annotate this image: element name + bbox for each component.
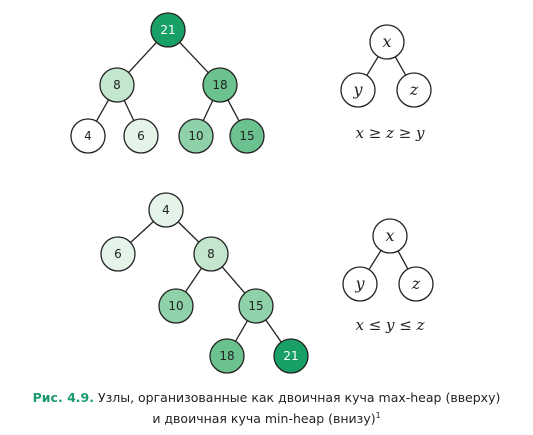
schema-node-variable: y <box>354 274 365 293</box>
heap-node: 4 <box>148 192 184 228</box>
node-value: 21 <box>283 349 298 363</box>
max-heap-edges <box>95 41 240 122</box>
node-value: 6 <box>137 129 145 143</box>
heap-node: 15 <box>229 118 265 154</box>
tree-edge <box>202 100 214 121</box>
schema-node-circle <box>342 266 378 302</box>
heap-node: 6 <box>100 236 136 272</box>
node-circle <box>150 12 186 48</box>
min-heap-relation: x ≤ y ≤ z <box>355 316 424 334</box>
node-circle <box>99 67 135 103</box>
node-value: 8 <box>113 78 121 92</box>
min-heap-edges <box>130 221 282 343</box>
node-value: 15 <box>248 299 263 313</box>
schema-node-root: x <box>369 24 405 60</box>
heap-node: 10 <box>158 288 194 324</box>
caption-text-2: и двоичная куча min-heap (внизу) <box>152 411 376 427</box>
schema-node-left: y <box>342 266 378 302</box>
node-value: 8 <box>207 247 215 261</box>
heap-node: 18 <box>209 338 245 374</box>
node-circle <box>158 288 194 324</box>
tree-edge <box>184 267 203 293</box>
min-schema-edges <box>368 250 409 270</box>
node-circle <box>238 288 274 324</box>
heap-node: 8 <box>193 236 229 272</box>
schema-node-variable: x <box>382 32 391 51</box>
schema-node-left: y <box>340 72 376 108</box>
node-circle <box>193 236 229 272</box>
tree-edge <box>227 99 240 122</box>
heap-node: 6 <box>123 118 159 154</box>
caption-text-1: Узлы, организованные как двоичная куча m… <box>97 390 501 405</box>
max-heap-relation: x ≥ z ≥ y <box>355 124 425 142</box>
footnote-mark: 1 <box>375 411 381 420</box>
node-circle <box>209 338 245 374</box>
heap-node: 4 <box>70 118 106 154</box>
node-value: 15 <box>239 129 254 143</box>
max-heap-tree: 21 8 18 4 6 10 15 <box>70 12 265 154</box>
schema-node-right: z <box>398 266 434 302</box>
max-heap-nodes: 21 8 18 4 6 10 15 <box>70 12 265 154</box>
node-circle <box>100 236 136 272</box>
schema-node-root: x <box>372 218 408 254</box>
min-heap-nodes: 4 6 8 10 15 18 21 <box>100 192 309 374</box>
heap-node: 15 <box>238 288 274 324</box>
min-schema-nodes: x y z <box>342 218 434 302</box>
schema-edge <box>397 250 409 270</box>
schema-node-right: z <box>396 72 432 108</box>
node-circle <box>202 67 238 103</box>
heap-node: 8 <box>99 67 135 103</box>
node-value: 6 <box>114 247 122 261</box>
tree-edge <box>95 99 110 122</box>
node-value: 10 <box>188 129 203 143</box>
heap-node: 10 <box>178 118 214 154</box>
node-value: 18 <box>219 349 234 363</box>
node-value: 4 <box>162 203 170 217</box>
tree-edge <box>130 221 154 243</box>
caption-line-2: и двоичная куча min-heap (внизу)1 <box>0 407 533 428</box>
tree-edge <box>128 42 157 73</box>
schema-edge <box>366 56 379 76</box>
schema-node-circle <box>369 24 405 60</box>
tree-edge <box>177 221 200 243</box>
max-schema-edges <box>366 56 407 76</box>
node-value: 18 <box>212 78 227 92</box>
heap-figure: 21 8 18 4 6 10 15 x y z x ≥ z ≥ y 4 6 8 10 15 18 21 x y… <box>70 12 434 374</box>
node-value: 21 <box>160 23 175 37</box>
schema-node-circle <box>398 266 434 302</box>
schema-node-circle <box>372 218 408 254</box>
heap-node: 21 <box>273 338 309 374</box>
node-circle <box>273 338 309 374</box>
node-circle <box>70 118 106 154</box>
tree-edge <box>179 41 209 74</box>
node-circle <box>229 118 265 154</box>
schema-edge <box>394 56 407 76</box>
heap-node: 21 <box>150 12 186 48</box>
schema-node-circle <box>340 72 376 108</box>
schema-node-variable: z <box>411 274 421 293</box>
caption-line-1: Рис. 4.9. Узлы, организованные как двоич… <box>0 389 533 407</box>
min-heap-tree: 4 6 8 10 15 18 21 <box>100 192 309 374</box>
figure-number: Рис. 4.9. <box>32 390 94 405</box>
heap-node: 18 <box>202 67 238 103</box>
node-circle <box>178 118 214 154</box>
min-heap-schema: x y z x ≤ y ≤ z <box>342 218 434 334</box>
tree-edge <box>221 266 246 294</box>
schema-node-circle <box>396 72 432 108</box>
tree-edge <box>234 320 249 342</box>
tree-edge <box>123 100 135 121</box>
tree-edge <box>265 319 282 343</box>
node-circle <box>148 192 184 228</box>
figure-caption: Рис. 4.9. Узлы, организованные как двоич… <box>0 389 533 428</box>
node-value: 4 <box>84 129 92 143</box>
max-schema-nodes: x y z <box>340 24 432 108</box>
node-value: 10 <box>168 299 183 313</box>
schema-node-variable: x <box>385 226 394 245</box>
max-heap-schema: x y z x ≥ z ≥ y <box>340 24 432 142</box>
schema-node-variable: z <box>409 80 419 99</box>
node-circle <box>123 118 159 154</box>
schema-node-variable: y <box>352 80 363 99</box>
schema-edge <box>368 250 382 270</box>
